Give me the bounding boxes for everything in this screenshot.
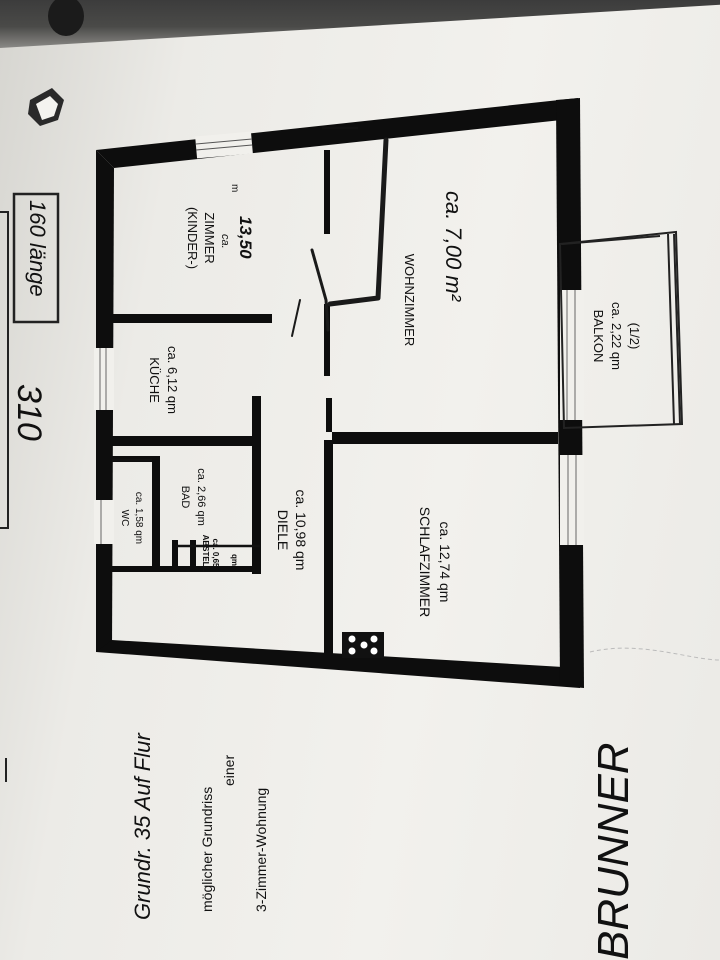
- diele-label: DIELE: [275, 510, 291, 550]
- kinder-hand-unit: ca.: [219, 234, 231, 249]
- room-wc: WC ca. 1,58 qm: [119, 492, 144, 544]
- kueche-area: ca. 6,12 qm: [165, 346, 180, 414]
- caption-line2: einer: [221, 755, 237, 786]
- window-wc: [94, 500, 114, 544]
- caption-line1: möglicher Grundriss: [199, 787, 215, 912]
- schlaf-area: ca. 12,74 qm: [437, 522, 453, 603]
- margin-length-box: [12, 192, 60, 324]
- room-schlaf: SCHLAFZIMMER ca. 12,74 qm: [417, 507, 453, 617]
- dark-spot: [48, 0, 84, 36]
- wohn-label: WOHNZIMMER: [402, 254, 417, 346]
- caption-line3: 3-Zimmer-Wohnung: [253, 788, 269, 912]
- window-schlaf: [560, 455, 584, 545]
- room-kinder: (KINDER-) ZIMMER ca. m 13,50: [185, 184, 255, 269]
- room-diele: DIELE ca. 10,98 qm: [275, 490, 309, 571]
- wc-area: ca. 1,58 qm: [133, 492, 144, 544]
- balkon-note: (1/2): [627, 323, 642, 350]
- margin-length: 160 länge: [25, 200, 50, 297]
- kinder-hand-area: 13,50: [236, 216, 255, 259]
- kinder-label-1: (KINDER-): [185, 207, 200, 269]
- window-kueche: [94, 348, 114, 410]
- inner-walls: [112, 150, 558, 658]
- kinder-label-2: ZIMMER: [202, 212, 217, 263]
- margin-bottom-note: BRUNNER: [589, 742, 638, 960]
- caption-handwritten: Grundr. 35 Auf Flur: [130, 732, 155, 920]
- balcony: [558, 230, 684, 430]
- room-balkon: BALKON ca. 2,22 qm (1/2): [591, 302, 642, 370]
- abstell-unit: qm: [230, 554, 239, 566]
- kueche-label: KÜCHE: [147, 357, 162, 403]
- caption: Grundr. 35 Auf Flur möglicher Grundriss …: [130, 732, 269, 920]
- balkon-label: BALKON: [591, 310, 606, 363]
- kinder-hand-m: m: [229, 184, 240, 192]
- wohn-hand-area: ca. 7,00 m²: [441, 191, 466, 302]
- room-kueche: KÜCHE ca. 6,12 qm: [147, 346, 180, 414]
- schlaf-label: SCHLAFZIMMER: [417, 507, 433, 617]
- window-top: [195, 131, 253, 159]
- abstell-area: ca. 0,65: [211, 539, 220, 568]
- margin-box: [0, 211, 9, 529]
- bad-label: BAD: [179, 486, 191, 509]
- room-wohn: WOHNZIMMER ca. 7,00 m²: [402, 191, 466, 346]
- abstell-label: ABSTELL: [201, 535, 210, 572]
- handwritten-wall: [327, 137, 389, 307]
- room-abstell: ABSTELL ca. 0,65 qm: [201, 535, 239, 572]
- balkon-area: ca. 2,22 qm: [609, 302, 624, 370]
- wc-label: WC: [119, 510, 130, 527]
- room-bad: BAD ca. 2,66 qm: [179, 468, 207, 525]
- diele-area: ca. 10,98 qm: [293, 490, 309, 571]
- margin-number: 310: [10, 384, 48, 441]
- bad-area: ca. 2,66 qm: [195, 468, 207, 525]
